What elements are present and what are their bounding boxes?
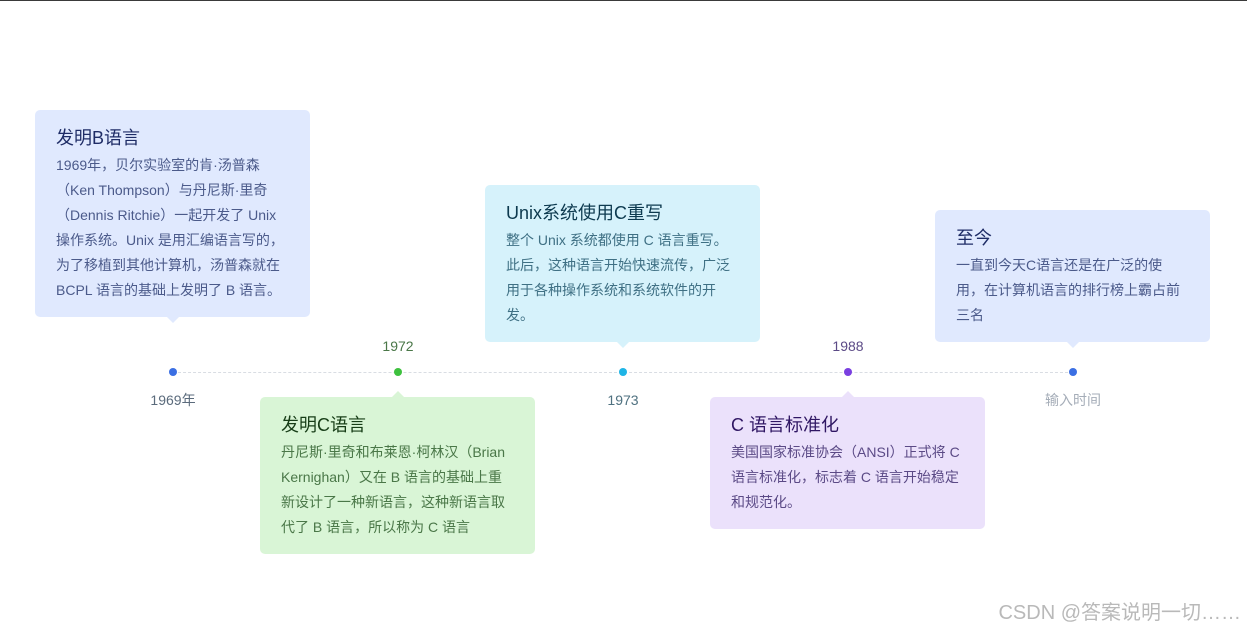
- event-description: 1969年，贝尔实验室的肯·汤普森（Ken Thompson）与丹尼斯·里奇（D…: [56, 157, 284, 298]
- card-pointer: [391, 391, 404, 397]
- timeline-dot: [394, 368, 402, 376]
- card-pointer: [616, 342, 629, 348]
- event-title: Unix系统使用C重写: [506, 203, 664, 223]
- top-rule: [0, 0, 1247, 1]
- card-pointer: [166, 317, 179, 323]
- card-pointer: [841, 391, 854, 397]
- timeline-dot: [844, 368, 852, 376]
- event-date: 1969年: [150, 392, 196, 408]
- event-card-unix-rewrite: Unix系统使用C重写 整个 Unix 系统都使用 C 语言重写。此后，这种语言…: [485, 185, 760, 348]
- event-description: 整个 Unix 系统都使用 C 语言重写。此后，这种语言开始快速流传，广泛用于各…: [506, 232, 730, 323]
- event-date: 输入时间: [1045, 392, 1101, 408]
- event-title: C 语言标准化: [731, 415, 839, 435]
- event-title: 发明B语言: [56, 128, 141, 148]
- event-date: 1973: [607, 392, 639, 408]
- event-date: 1988: [832, 338, 864, 354]
- csdn-watermark: CSDN @答案说明一切……: [998, 602, 1241, 624]
- event-title: 发明C语言: [281, 415, 366, 435]
- event-card-b-language: 发明B语言 1969年，贝尔实验室的肯·汤普森（Ken Thompson）与丹尼…: [35, 110, 310, 323]
- timeline-dot: [169, 368, 177, 376]
- event-description: 美国国家标准协会（ANSI）正式将 C 语言标准化，标志着 C 语言开始稳定和规…: [731, 444, 960, 510]
- event-card-today: 至今 一直到今天C语言还是在广泛的使用，在计算机语言的排行榜上霸占前三名: [935, 210, 1210, 348]
- event-description: 一直到今天C语言还是在广泛的使用，在计算机语言的排行榜上霸占前三名: [956, 257, 1180, 323]
- event-description: 丹尼斯·里奇和布莱恩·柯林汉（Brian Kernighan）又在 B 语言的基…: [281, 444, 506, 535]
- event-date: 1972: [382, 338, 414, 354]
- event-card-standardization: C 语言标准化 美国国家标准协会（ANSI）正式将 C 语言标准化，标志着 C …: [710, 391, 985, 529]
- event-card-c-language: 发明C语言 丹尼斯·里奇和布莱恩·柯林汉（Brian Kernighan）又在 …: [260, 391, 535, 554]
- event-title: 至今: [956, 228, 992, 248]
- timeline-dot: [1069, 368, 1077, 376]
- timeline-dot: [619, 368, 627, 376]
- card-pointer: [1066, 342, 1079, 348]
